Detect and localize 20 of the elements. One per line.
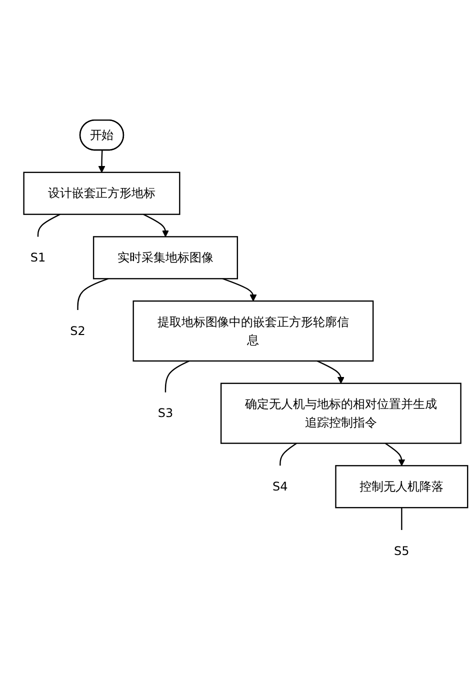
connector bbox=[164, 360, 190, 392]
arrow bbox=[222, 278, 257, 302]
node-text: S5 bbox=[394, 544, 410, 558]
connector bbox=[77, 278, 108, 310]
node-text: S3 bbox=[158, 406, 174, 420]
arrow bbox=[143, 214, 169, 238]
arrow bbox=[384, 442, 406, 466]
node-box: 实时采集地标图像 bbox=[92, 236, 238, 280]
node-text: S2 bbox=[70, 324, 86, 338]
node-box: 提取地标图像中的嵌套正方形轮廓信息 bbox=[132, 300, 374, 362]
node-box: 控制无人机降落 bbox=[335, 465, 468, 508]
node-text: S4 bbox=[272, 479, 288, 494]
arrow bbox=[98, 150, 106, 173]
node-text: S1 bbox=[30, 250, 46, 265]
node-box: 确定无人机与地标的相对位置并生成追踪控制指令 bbox=[220, 382, 462, 444]
connector bbox=[37, 214, 60, 237]
connector bbox=[280, 442, 298, 466]
node-box: 设计嵌套正方形地标 bbox=[23, 172, 180, 215]
arrow bbox=[316, 360, 344, 384]
connector bbox=[401, 508, 402, 530]
